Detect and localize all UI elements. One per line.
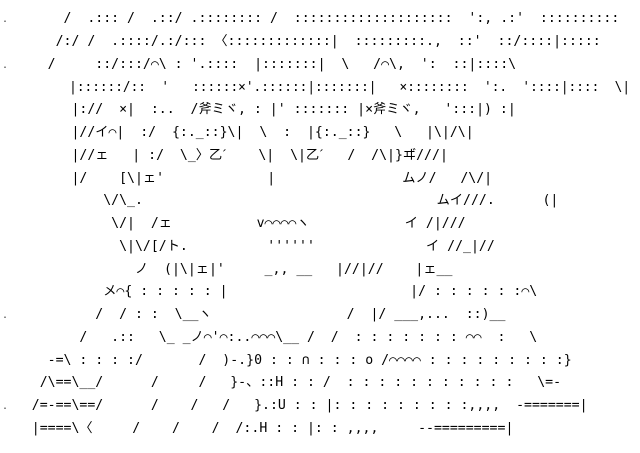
ascii-art-lines: / .::: / .::/ .:::::::: / ::::::::::::::…	[0, 11, 630, 436]
art-line: |//イ⌒| :/ {:._::}\| \ : |{:._::} \ |\|/\…	[0, 125, 474, 140]
art-line: /\==\__/ / / }-、::H : : / : : : : : : : …	[0, 375, 561, 390]
edge-dot: .	[2, 401, 8, 412]
art-line: / .:: \_ _ノ⌒'⌒:..⌒⌒⌒\__ / / : : : : : : …	[0, 330, 537, 345]
art-line: / ::/:::/⌒\ : '.:::: |:::::::| \ /⌒\, ':…	[0, 57, 516, 72]
edge-dot: .	[2, 14, 8, 25]
art-line: /=-==\==/ / / / }.:U : : |: : : : : : : …	[0, 398, 588, 413]
art-line: |/ [\|ェ' | ムノ/ /\/|	[0, 171, 492, 186]
art-line: \/| /ェ v⌒⌒⌒⌒ヽ イ /|///	[0, 216, 466, 231]
art-line: |====\〈 / / / /:.H : : |: : ,,,, --=====…	[0, 421, 513, 436]
edge-dot: .	[2, 60, 8, 71]
art-line: / / : : \__ヽ / |/ ___,... ::)__	[0, 307, 505, 322]
art-line: |::::::/:: ' ::::::×'.::::::|:::::::| ×:…	[0, 80, 630, 95]
art-line: メ⌒{ : : : : : | |/ : : : : : :⌒\	[0, 284, 537, 299]
edge-marks: . . . .	[2, 14, 8, 412]
art-line: /:/ / .::::/.:/::: 〈:::::::::::::| :::::…	[0, 34, 601, 49]
art-line: -=\ : : : :/ / )-.}0 : : ∩ : : : o /⌒⌒⌒⌒…	[0, 353, 572, 368]
edge-dot: .	[2, 310, 8, 321]
art-line: \|\/[/ト. '''''' イ //_|//	[0, 239, 495, 254]
art-line: |//ェ | :/ \_〉乙ˊ \| \|乙ˊ / /\|}ヸ///|	[0, 147, 448, 163]
art-line: / .::: / .::/ .:::::::: / ::::::::::::::…	[0, 11, 619, 26]
art-line: \/\_. ムイ///. (|	[0, 193, 558, 208]
art-line: |:// ×| :.. /斧ミヾ, : |' ::::::: |×斧ミヾ, ':…	[0, 101, 516, 117]
art-line: ノ (|\|ェ|' _,, __ |//|// |ェ__	[0, 262, 452, 277]
